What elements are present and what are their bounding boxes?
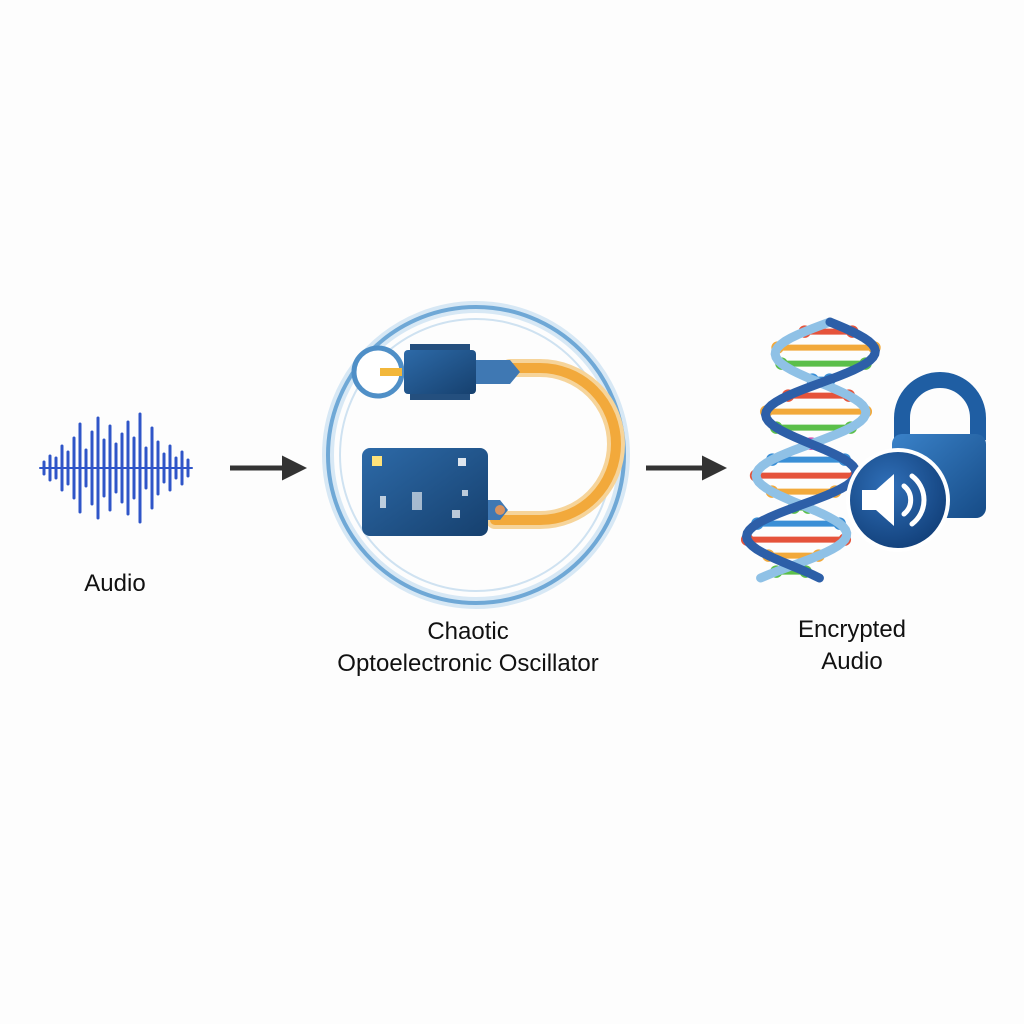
node-label-audio: Audio — [40, 568, 190, 600]
dna-strand-front — [742, 317, 880, 583]
node-label-oscillator: Chaotic Optoelectronic Oscillator — [288, 616, 648, 680]
node-label-encrypted-audio: Encrypted Audio — [752, 614, 952, 678]
node-label-oscillator-line-2: Optoelectronic Oscillator — [337, 650, 599, 677]
node-label-encrypted-line-2: Audio — [821, 648, 883, 675]
dna-helix-icon — [740, 317, 881, 583]
audio-waveform-icon — [39, 412, 193, 524]
node-label-oscillator-line-1: Chaotic — [427, 618, 509, 645]
dna-strand-back — [751, 317, 871, 583]
lock-speaker-icon — [846, 372, 986, 552]
optoelectronic-loop-icon — [322, 301, 630, 609]
node-label-audio-line-1: Audio — [84, 570, 146, 597]
node-label-encrypted-line-1: Encrypted — [797, 616, 907, 643]
